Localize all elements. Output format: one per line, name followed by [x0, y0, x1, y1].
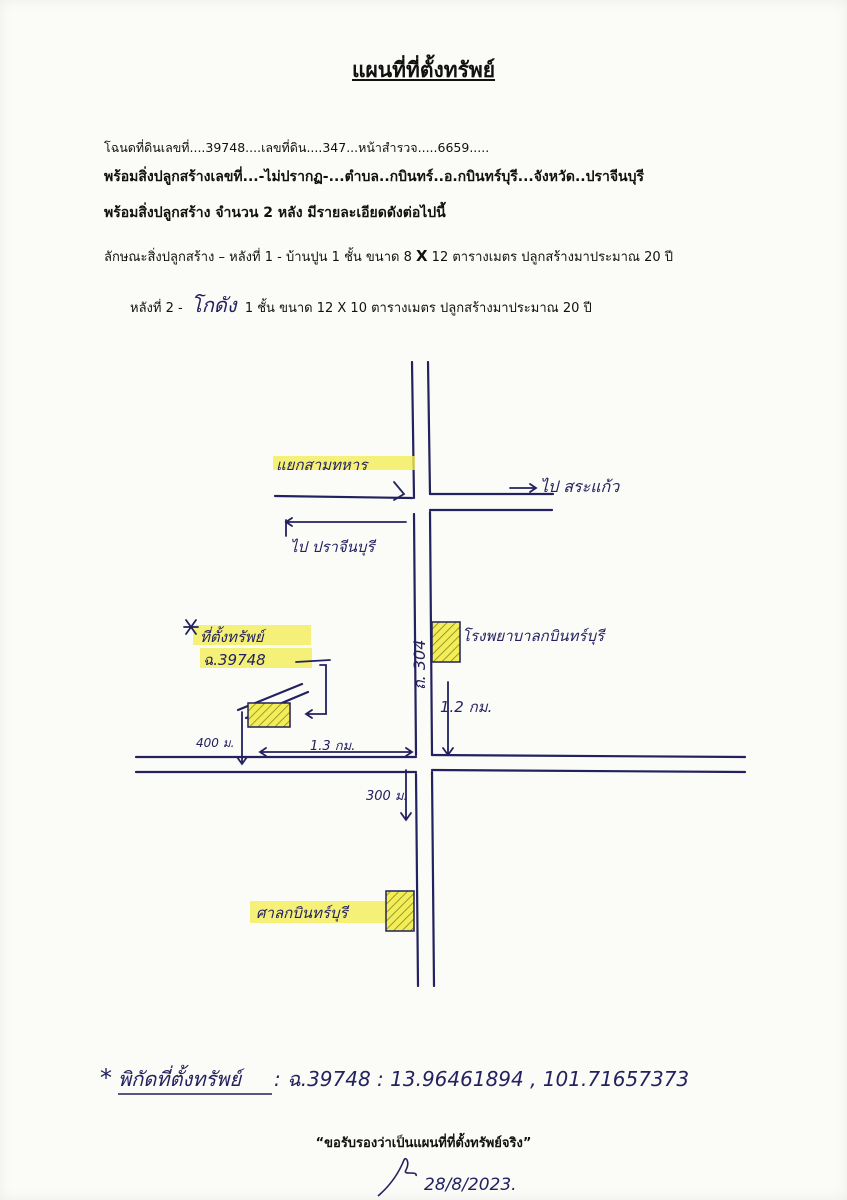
building-address-line: พร้อมสิ่งปลูกสร้างเลขที่...-ไม่ปรากฏ-...… [104, 169, 645, 185]
property-label-line-1: ที่ตั้งทรัพย์ [200, 626, 267, 646]
property-underline [295, 659, 331, 663]
coordinates-line: * พิกัดที่ตั้งทรัพย์ : ฉ.39748 : 13.9646… [100, 1064, 689, 1092]
building-count-line: พร้อมสิ่งปลูกสร้าง จำนวน 2 หลัง มีรายละเ… [104, 205, 446, 221]
road-network [134, 360, 747, 988]
building-1-suffix: 12 ตารางเมตร ปลูกสร้างมาประมาณ 20 ปี [427, 250, 674, 265]
cross-road-north-edge-east [430, 753, 747, 759]
coordinates-label: พิกัดที่ตั้งทรัพย์ [118, 1064, 245, 1091]
road-304-east-edge-north [426, 360, 432, 496]
junction-label-highlight [273, 456, 415, 470]
road-304-west-edge-south [414, 772, 420, 988]
property-label-highlight-2 [200, 648, 312, 668]
south-distance-arrow-icon [400, 769, 412, 822]
side-distance-arrow-icon [236, 711, 248, 766]
signature-mark [377, 1157, 417, 1197]
building-2-suffix: 1 ชั้น ขนาด 12 X 10 ตารางเมตร ปลูกสร้างม… [244, 301, 592, 316]
signature-date: 28/8/2023. [424, 1175, 517, 1195]
west-distance-arrow-icon [258, 747, 414, 757]
road-304-east-edge-middle [428, 510, 434, 757]
road-304-west-edge-north [410, 360, 416, 500]
south-distance-label: 300 ม. [366, 789, 408, 804]
land-label: ....เลขที่ดิน.... [245, 140, 323, 155]
junction-label: แยกสามทหาร [276, 456, 369, 474]
coordinates-asterisk-icon: * [100, 1064, 112, 1092]
property-building [247, 702, 291, 728]
deed-line-end: ..... [469, 140, 490, 155]
road-304-label: ถ. 304 [410, 640, 429, 690]
annotation-marks [183, 481, 538, 822]
asterisk-icon [183, 619, 199, 635]
building-1-line: ลักษณะสิ่งปลูกสร้าง – หลังที่ 1 - บ้านปู… [104, 246, 673, 267]
side-distance-label: 400 ม. [196, 736, 234, 750]
building-2-line: หลังที่ 2 - โกดัง 1 ชั้น ขนาด 12 X 10 ตา… [130, 289, 592, 321]
to-sakaeo-label: ไป สระแก้ว [540, 477, 620, 496]
coordinates-value: : ฉ.39748 : 13.96461894 , 101.71657373 [274, 1067, 689, 1091]
property-label-highlight-1 [193, 625, 311, 645]
property-label-line-2: ฉ.39748 [203, 651, 266, 669]
survey-number: 6659 [437, 140, 470, 155]
court-label: ศาลกบินทร์บุรี [256, 904, 350, 922]
court-label-highlight [250, 901, 386, 923]
survey-label: ...หน้าสำรวจ..... [346, 140, 438, 155]
junction-road-west-edge [273, 494, 414, 500]
to-prachinburi-label: ไป ปราจีนบุรี [290, 538, 376, 556]
arrow-right-icon [509, 483, 538, 493]
hospital-distance-arrow-icon [442, 681, 454, 757]
property-pointer-arrow-icon [304, 664, 327, 719]
cross-road-south-edge-east [430, 768, 747, 774]
hospital-distance-label: 1.2 กม. [440, 698, 492, 716]
hospital-building [431, 621, 461, 663]
court-building [385, 890, 415, 932]
deed-number: 39748 [205, 140, 246, 155]
road-304-west-edge-middle [412, 512, 418, 757]
page-title: แผนที่ที่ตั้งทรัพย์ [351, 58, 496, 82]
building-2-prefix: หลังที่ 2 - [130, 301, 183, 316]
deed-prefix: โฉนดที่ดินเลขที่.... [104, 140, 206, 155]
map-labels: แยกสามทหาร ไป สระแก้ว ไป ปราจีนบุรี ถ. 3… [196, 456, 620, 922]
building-2-handwritten-type: โกดัง [190, 293, 237, 317]
land-number: 347 [322, 140, 347, 155]
deed-line: โฉนดที่ดินเลขที่....39748....เลขที่ดิน..… [104, 138, 489, 158]
arrow-left-icon [284, 517, 407, 527]
building-1-x: X [415, 247, 428, 265]
hospital-label: โรงพยาบาลกบินทร์บุรี [462, 627, 606, 645]
certification-text: “ขอรับรองว่าเป็นแผนที่ที่ตั้งทรัพย์จริง” [315, 1136, 532, 1151]
building-1-prefix: ลักษณะสิ่งปลูกสร้าง – หลังที่ 1 - บ้านปู… [104, 250, 416, 265]
west-distance-label: 1.3 กม. [310, 739, 355, 754]
junction-arrow-icon [393, 481, 406, 501]
road-304-east-edge-south [430, 770, 436, 988]
